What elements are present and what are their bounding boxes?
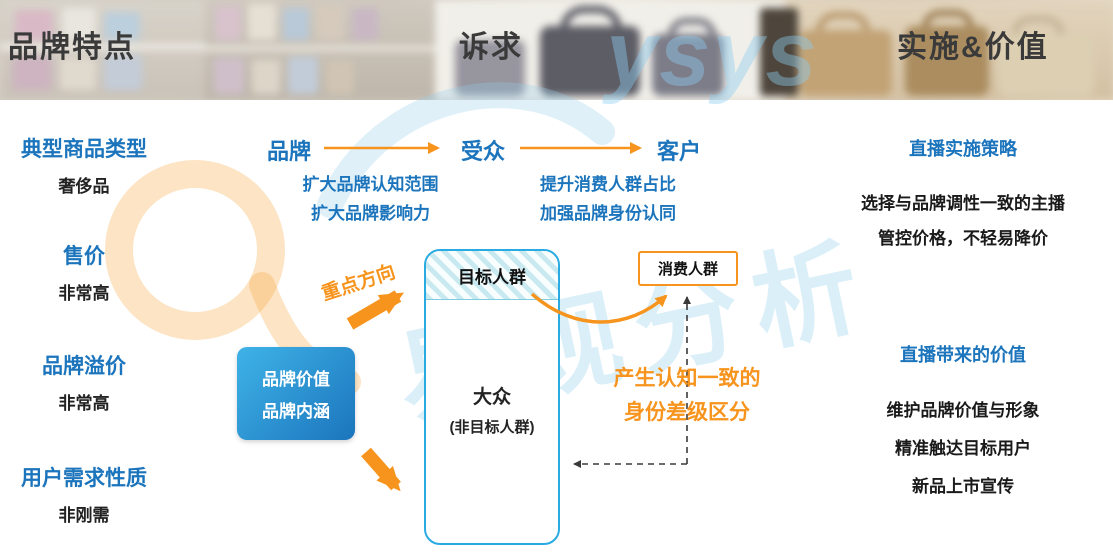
- photo-shape: [252, 60, 280, 94]
- photo-shape: [15, 10, 53, 40]
- banner-titles: 品牌特点 诉求 实施&价值: [0, 0, 1113, 100]
- flow-stage-audience: 受众: [461, 139, 506, 164]
- right-section-title-strategy: 直播实施策略: [909, 139, 1017, 159]
- left-item-label: 典型商品类型: [21, 138, 147, 161]
- flow-stage-brand: 品牌: [267, 139, 312, 164]
- right-item: 维护品牌价值与形象: [886, 401, 1040, 420]
- photo-shape: [104, 12, 140, 40]
- brand-value-box: 品牌价值 品牌内涵: [237, 347, 355, 440]
- photo-shape: [288, 57, 318, 94]
- section-title-appeal: 诉求: [459, 31, 523, 64]
- flow-notes-brand-audience: 扩大品牌认知范围 扩大品牌影响力: [263, 170, 478, 228]
- photo-shape: [922, 10, 974, 40]
- right-item: 新品上市宣传: [912, 477, 1014, 496]
- brand-value-line: 品牌内涵: [262, 402, 330, 421]
- photo-shape: [283, 8, 309, 40]
- left-item-value: 非常高: [58, 394, 110, 413]
- consumer-group-label: 消费人群: [657, 261, 718, 278]
- identity-note-line: 身份差级区分: [624, 401, 750, 424]
- mass-group-sub: (非目标人群): [449, 419, 535, 436]
- left-item-brand-premium: 品牌溢价 非常高: [0, 350, 168, 414]
- mass-group-text: 大众 (非目标人群): [426, 382, 558, 437]
- right-item: 选择与品牌调性一致的主播: [861, 194, 1065, 213]
- photo-shape: [800, 30, 892, 96]
- brand-value-line: 品牌价值: [262, 370, 330, 389]
- right-item: 精准触达目标用户: [895, 439, 1031, 458]
- photo-shape: [60, 58, 96, 90]
- photo-shape: [560, 6, 622, 45]
- photo-shape: [540, 26, 640, 96]
- flow-note: 加强品牌身份认同: [540, 204, 676, 223]
- photo-shape: [352, 8, 378, 40]
- left-item-value: 非常高: [58, 284, 110, 303]
- header-photo-banner: 品牌特点 诉求 实施&价值: [0, 0, 1113, 100]
- photo-shape: [326, 60, 354, 94]
- photo-shape: [998, 34, 1094, 96]
- photo-shape: [905, 26, 989, 96]
- section-title-brand-features: 品牌特点: [8, 31, 136, 64]
- photo-shape: [0, 44, 210, 50]
- left-item-product-type: 典型商品类型 奢侈品: [0, 133, 168, 197]
- flow-note: 扩大品牌影响力: [311, 204, 430, 223]
- right-item: 管控价格，不轻易降价: [878, 229, 1048, 248]
- left-item-value: 非刚需: [58, 506, 110, 525]
- left-item-price: 售价 非常高: [0, 240, 168, 304]
- photo-shape: [214, 58, 244, 94]
- photo-shape: [1012, 16, 1064, 46]
- identity-note: 产生认知一致的 身份差级区分: [577, 362, 797, 430]
- flow-notes-audience-customer: 提升消费人群占比 加强品牌身份认同: [498, 170, 718, 228]
- header-photo-decor: [0, 0, 1113, 100]
- mass-group-main: 大众: [472, 387, 511, 408]
- right-section-title-value: 直播带来的价值: [900, 345, 1026, 365]
- section-title-implementation-value: 实施&价值: [897, 31, 1049, 64]
- left-item-value: 奢侈品: [58, 177, 110, 196]
- photo-shape: [652, 34, 724, 96]
- flow-note: 扩大品牌认知范围: [302, 175, 439, 194]
- left-item-label: 用户需求性质: [21, 467, 147, 490]
- flow-note: 提升消费人群占比: [540, 175, 676, 194]
- photo-shape: [248, 4, 276, 40]
- photo-shape: [316, 5, 344, 40]
- identity-note-line: 产生认知一致的: [613, 367, 761, 390]
- key-direction-label: 重点方向: [319, 261, 399, 306]
- photo-shape: [12, 56, 52, 90]
- photo-shape: [205, 46, 435, 51]
- photo-shape: [816, 12, 870, 44]
- photo-shape: [62, 8, 96, 40]
- target-group-band: 目标人群: [426, 251, 558, 300]
- mass-group-box: 目标人群 大众 (非目标人群): [424, 249, 560, 545]
- consumer-group-box: 消费人群: [638, 251, 738, 286]
- target-group-label: 目标人群: [458, 267, 526, 287]
- photo-shape: [455, 40, 525, 96]
- left-item-label: 售价: [63, 245, 105, 268]
- left-item-label: 品牌溢价: [42, 355, 126, 378]
- brand-to-mass-bottom-arrow: [361, 447, 401, 492]
- photo-shape: [104, 55, 142, 90]
- key-direction-arrow: [346, 290, 405, 330]
- flow-stage-customer: 客户: [657, 139, 702, 164]
- photo-shape: [215, 6, 241, 40]
- left-item-user-demand: 用户需求性质 非刚需: [0, 462, 168, 526]
- photo-shape: [760, 8, 798, 96]
